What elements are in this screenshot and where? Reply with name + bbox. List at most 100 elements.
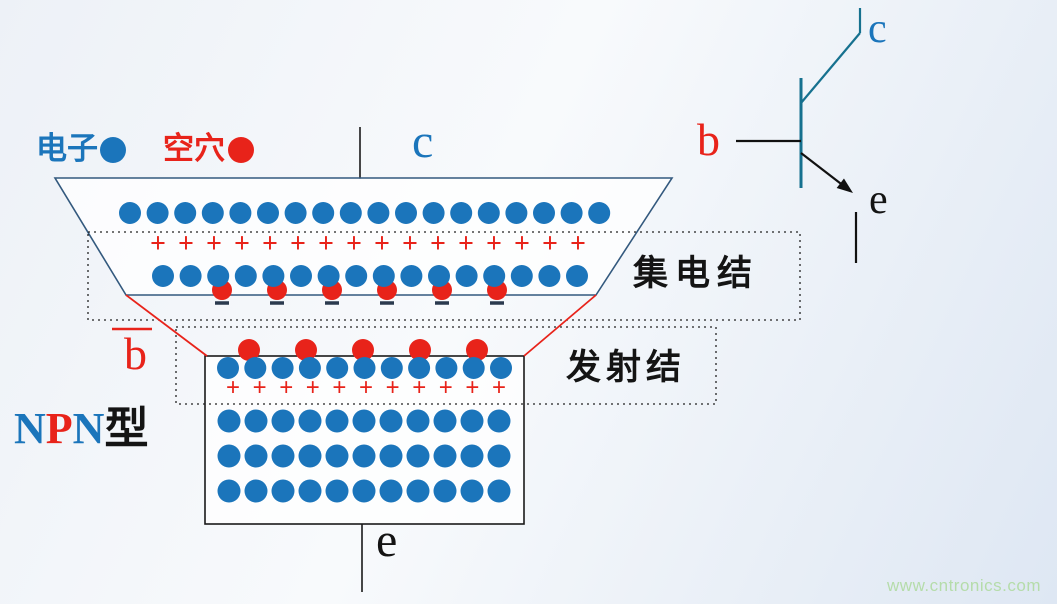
carrier-dots-layer: [119, 202, 611, 503]
emitter-electron-dot-row-1: [325, 409, 349, 433]
collector-electron-dot-lower-row: [455, 265, 478, 287]
collector-junction-plus-sign: +: [206, 229, 222, 260]
emitter-electron-dot-row-2: [487, 444, 511, 468]
collector-junction-plus-sign: +: [486, 229, 502, 260]
collector-electron-dot-lower-row: [510, 265, 533, 287]
collector-electron-dot-lower-row: [538, 265, 561, 287]
emitter-electron-dot-row-1: [352, 409, 376, 433]
collector-electron-dot-lower-row: [179, 265, 202, 287]
emitter-electron-dot-row-1: [379, 409, 403, 433]
collector-electron-dot-lower-row: [400, 265, 423, 287]
collector-electron-dot-top-row: [533, 202, 555, 224]
emitter-junction-plus-sign: +: [492, 375, 506, 402]
emitter-electron-dot-row-1: [406, 409, 430, 433]
npn-letter-n2: N: [72, 404, 105, 453]
emitter-junction-hole-dot: [295, 339, 317, 361]
collector-electron-dot-top-row: [395, 202, 417, 224]
emitter-electron-dot-row-1: [217, 409, 241, 433]
emitter-electron-dot-row-2: [325, 444, 349, 468]
emitter-junction-plus-sign: +: [306, 375, 320, 402]
emitter-junction-electron-dot: [271, 357, 294, 379]
emitter-terminal-label: e: [376, 514, 398, 567]
base-region-left-edge: [125, 294, 208, 357]
collector-electron-dot-top-row: [174, 202, 197, 224]
emitter-junction-plus-sign: +: [412, 375, 426, 402]
emitter-electron-dot-row-3: [352, 479, 376, 503]
legend-electron-label: 电子: [36, 131, 98, 166]
collector-electron-dot-top-row: [477, 202, 500, 224]
watermark: www.cntronics.com: [887, 576, 1041, 595]
emitter-junction-plus-sign: +: [226, 375, 240, 402]
collector-electron-dot-top-row: [367, 202, 390, 224]
collector-junction-plus-sign: +: [262, 229, 278, 260]
collector-electron-dot-lower-row: [428, 265, 450, 287]
symbol-emitter-arrow: [836, 178, 853, 193]
collector-electron-dot-top-row: [422, 202, 445, 224]
emitter-electron-dot-row-2: [433, 444, 457, 468]
collector-junction-plus-sign: +: [178, 229, 194, 260]
collector-junction-plus-sign: +: [514, 229, 530, 260]
collector-terminal-label: c: [412, 115, 434, 168]
emitter-junction-electron-dot: [244, 357, 267, 379]
collector-electron-dot-lower-row: [317, 265, 340, 287]
collector-electron-dot-top-row: [560, 202, 583, 224]
emitter-junction-electron-dot: [217, 357, 239, 379]
collector-electron-dot-lower-row: [483, 265, 506, 287]
emitter-electron-dot-row-1: [244, 409, 268, 433]
emitter-junction-electron-dot: [462, 357, 485, 379]
collector-electron-dot-lower-row: [262, 265, 285, 287]
emitter-junction-electron-dot: [298, 357, 321, 379]
collector-junction-label: 集电结: [633, 254, 760, 293]
legend-hole-label: 空穴: [163, 131, 225, 166]
collector-junction-plus-sign: +: [150, 229, 166, 260]
emitter-electron-dot-row-2: [271, 444, 295, 468]
collector-electron-dot-top-row: [119, 202, 141, 224]
npn-type-suffix: 型: [104, 404, 149, 453]
emitter-junction-electron-dot: [408, 357, 431, 379]
emitter-electron-dot-row-3: [244, 479, 268, 503]
emitter-electron-dot-row-3: [433, 479, 457, 503]
emitter-electron-dot-row-2: [460, 444, 484, 468]
emitter-junction-hole-dot: [238, 339, 260, 361]
collector-junction-plus-sign: +: [542, 229, 558, 260]
collector-electron-dot-lower-row: [207, 265, 230, 287]
npn-type-label: NPN型: [14, 407, 148, 451]
collector-junction-plus-sign: +: [234, 229, 250, 260]
plus-signs-layer: +++++++++++++++++++++++++++: [150, 229, 586, 402]
emitter-junction-plus-sign: +: [252, 375, 266, 402]
emitter-junction-plus-sign: +: [385, 375, 399, 402]
collector-junction-plus-sign: +: [458, 229, 474, 260]
emitter-electron-dot-row-3: [271, 479, 295, 503]
base-region-right-edge: [523, 294, 597, 357]
emitter-junction-hole-dot: [466, 339, 488, 361]
collector-junction-plus-sign: +: [402, 229, 418, 260]
emitter-electron-dot-row-2: [244, 444, 268, 468]
emitter-electron-dot-row-3: [487, 479, 511, 503]
symbol-collector-lead: [800, 32, 861, 104]
emitter-electron-dot-row-3: [298, 479, 322, 503]
emitter-electron-dot-row-2: [352, 444, 376, 468]
collector-electron-dot-lower-row: [372, 265, 395, 287]
emitter-electron-dot-row-3: [406, 479, 430, 503]
symbol-collector-label: c: [868, 6, 887, 52]
base-terminal-label: b: [124, 328, 147, 379]
collector-electron-dot-top-row: [588, 202, 611, 224]
emitter-junction-plus-sign: +: [465, 375, 479, 402]
symbol-emitter-label: e: [869, 177, 888, 223]
transistor-symbol: [736, 8, 862, 263]
collector-electron-dot-lower-row: [152, 265, 174, 287]
emitter-electron-dot-row-2: [406, 444, 430, 468]
emitter-junction-electron-dot: [380, 357, 403, 379]
collector-junction-plus-sign: +: [570, 229, 586, 260]
emitter-electron-dot-row-1: [487, 409, 511, 433]
collector-junction-plus-sign: +: [374, 229, 390, 260]
emitter-junction-plus-sign: +: [279, 375, 293, 402]
emitter-junction-electron-dot: [353, 357, 376, 379]
emitter-junction-electron-dot: [490, 357, 512, 379]
collector-electron-dot-top-row: [229, 202, 252, 224]
collector-electron-dot-top-row: [450, 202, 473, 224]
collector-junction-box: [87, 231, 801, 321]
emitter-junction-plus-sign: +: [439, 375, 453, 402]
emitter-junction-box: [175, 326, 717, 405]
